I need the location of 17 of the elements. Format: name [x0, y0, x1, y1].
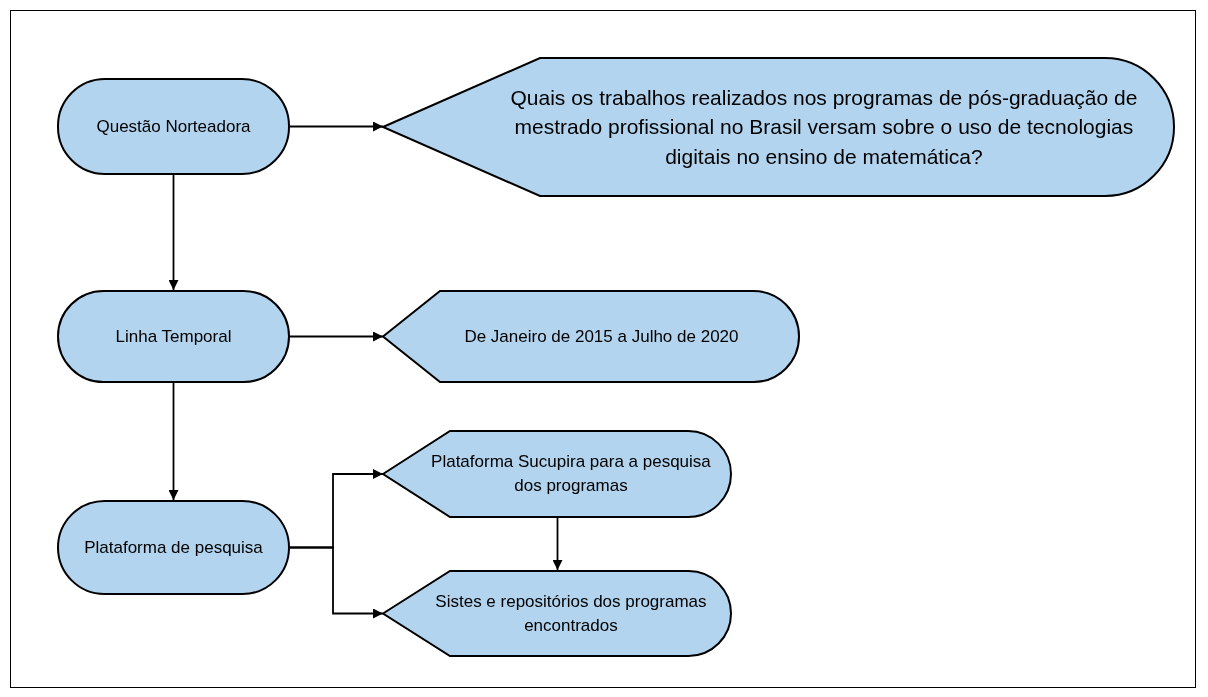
node-label: Linha Temporal	[115, 326, 232, 347]
arrow	[168, 382, 179, 501]
node-label: Plataforma de pesquisa	[84, 537, 263, 558]
node-label: Questão Norteadora	[96, 116, 251, 137]
arrow	[289, 331, 384, 342]
display-shape	[383, 570, 732, 657]
display-shape	[383, 57, 1175, 197]
node-label: Plataforma Sucupira para a pesquisa dos programas	[430, 451, 712, 497]
node-label: Sistes e repositórios dos programas encontrados	[434, 590, 708, 637]
arrow	[289, 546, 384, 619]
arrow	[289, 121, 384, 132]
display-shape	[383, 290, 800, 383]
node-label: De Janeiro de 2015 a Julho de 2020	[464, 325, 739, 348]
node-label: Quais os trabalhos realizados nos programas de pós-graduação de mestrado profissional no Brasil versam sobre o uso de tecnologias digitais no ensino de matemática?	[509, 84, 1139, 170]
display-shape	[383, 430, 732, 518]
arrow	[168, 174, 179, 291]
arrow	[552, 517, 563, 571]
